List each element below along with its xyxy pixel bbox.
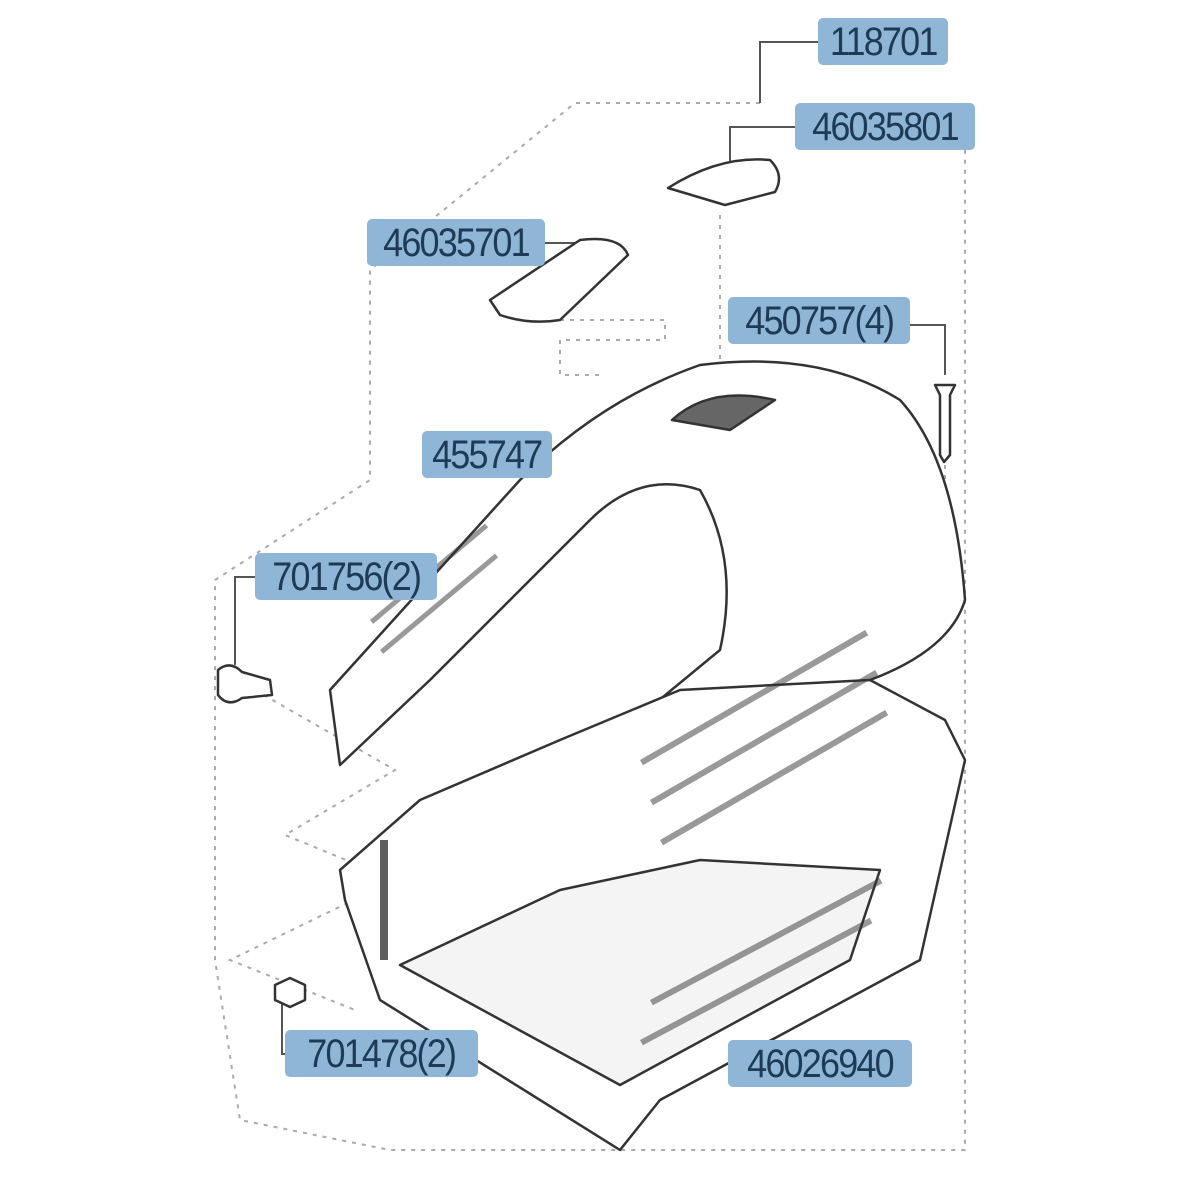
part-number: 455747 [432, 433, 543, 477]
part-number: 701756(2) [272, 555, 422, 599]
part-number: 46035801 [812, 105, 960, 149]
part-number: 701478(2) [307, 1032, 458, 1076]
part-number: 450757(4) [745, 299, 895, 343]
basket-floor [398, 858, 882, 1087]
part-label-455747[interactable]: 455747 [422, 431, 552, 478]
vent-grille [670, 394, 777, 432]
part-label-118701[interactable]: 118701 [818, 18, 948, 65]
part-label-701756[interactable]: 701756(2) [255, 553, 437, 600]
screw-701756 [216, 664, 274, 704]
part-label-46026940[interactable]: 46026940 [728, 1040, 912, 1087]
hatch-46035701 [488, 237, 630, 323]
cover-plate-46035801 [666, 158, 781, 207]
hood-455747 [328, 360, 967, 887]
nut-701478 [273, 976, 307, 1009]
part-number: 118701 [829, 20, 938, 64]
part-number: 46035701 [383, 221, 531, 265]
part-label-46035801[interactable]: 46035801 [795, 103, 975, 150]
part-label-46035701[interactable]: 46035701 [367, 219, 545, 266]
part-label-450757[interactable]: 450757(4) [728, 297, 910, 344]
part-label-701478[interactable]: 701478(2) [285, 1030, 478, 1077]
part-number: 46026940 [747, 1042, 895, 1086]
screw-450757 [933, 383, 957, 464]
